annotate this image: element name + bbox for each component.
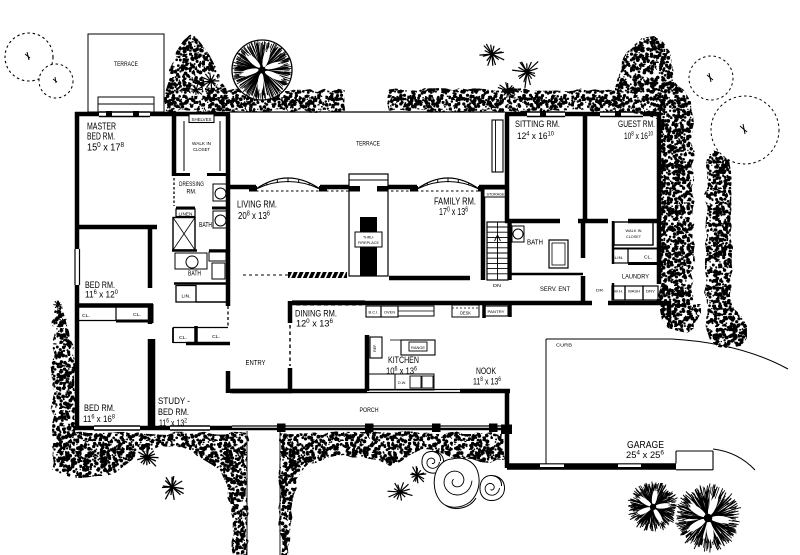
- svg-text:BATH: BATH: [527, 238, 543, 247]
- svg-text:LIVING RM.: LIVING RM.: [237, 200, 277, 211]
- svg-text:FAMILY RM.: FAMILY RM.: [434, 197, 476, 208]
- svg-text:108 x 1610: 108 x 1610: [624, 131, 653, 142]
- svg-text:STORAGE: STORAGE: [487, 193, 506, 197]
- svg-text:KITCHEN: KITCHEN: [388, 355, 419, 366]
- svg-text:WASH: WASH: [628, 290, 640, 294]
- svg-text:NOOK: NOOK: [476, 366, 496, 377]
- svg-text:DRY: DRY: [646, 290, 656, 294]
- svg-text:B.C.I.: B.C.I.: [369, 311, 379, 315]
- svg-text:DINING RM.: DINING RM.: [295, 309, 337, 320]
- svg-text:116 x 168: 116 x 168: [83, 414, 115, 425]
- svg-text:CL.: CL.: [212, 334, 220, 339]
- svg-text:BED RM.: BED RM.: [158, 407, 189, 418]
- svg-text:BATH: BATH: [199, 220, 212, 229]
- svg-text:OVEN: OVEN: [384, 311, 395, 315]
- svg-text:106 x 136: 106 x 136: [386, 366, 417, 377]
- svg-text:CL.: CL.: [179, 335, 187, 340]
- svg-text:150 x 178: 150 x 178: [87, 142, 124, 153]
- svg-text:DESK: DESK: [460, 311, 471, 316]
- svg-text:LIN.: LIN.: [615, 255, 624, 260]
- svg-text:DR: DR: [596, 288, 603, 293]
- svg-text:116 x 132: 116 x 132: [159, 418, 187, 429]
- svg-text:SERV. ENT: SERV. ENT: [540, 286, 570, 293]
- svg-text:BATH: BATH: [188, 269, 201, 278]
- svg-text:RANGE: RANGE: [411, 346, 425, 350]
- svg-text:FIREPLACE: FIREPLACE: [358, 241, 379, 245]
- svg-text:116 x 120: 116 x 120: [85, 289, 118, 300]
- svg-text:MASTER: MASTER: [87, 122, 116, 133]
- svg-text:DRESSING: DRESSING: [179, 181, 204, 188]
- svg-text:DN: DN: [493, 283, 501, 288]
- svg-text:CL.: CL.: [644, 255, 652, 260]
- svg-text:118 x 136: 118 x 136: [473, 376, 501, 387]
- svg-text:REF.: REF.: [373, 344, 377, 352]
- svg-text:LAUNDRY: LAUNDRY: [622, 274, 650, 281]
- svg-text:CLOSET: CLOSET: [193, 147, 210, 152]
- svg-text:THRU-: THRU-: [363, 236, 375, 240]
- svg-text:LIN.: LIN.: [182, 294, 191, 299]
- svg-text:BED RM.: BED RM.: [85, 280, 115, 291]
- svg-text:CLOSET: CLOSET: [626, 234, 642, 239]
- svg-text:124 x 1610: 124 x 1610: [517, 131, 554, 142]
- svg-text:D.W.: D.W.: [398, 381, 406, 385]
- svg-text:254 x 256: 254 x 256: [626, 450, 664, 461]
- svg-text:CL.: CL.: [82, 313, 90, 318]
- svg-text:SITTING RM.: SITTING RM.: [515, 119, 560, 130]
- svg-text:LINEN: LINEN: [179, 211, 193, 216]
- svg-text:CL.: CL.: [133, 312, 141, 317]
- svg-text:120 x 136: 120 x 136: [296, 318, 333, 329]
- svg-text:208 x 136: 208 x 136: [238, 211, 270, 222]
- svg-text:GARAGE: GARAGE: [627, 440, 664, 451]
- svg-text:ENTRY: ENTRY: [246, 360, 266, 367]
- svg-text:PANTRY: PANTRY: [488, 310, 506, 314]
- svg-text:WALK IN: WALK IN: [626, 228, 642, 233]
- svg-text:SHELVES: SHELVES: [192, 117, 212, 122]
- svg-text:CURB: CURB: [556, 343, 572, 348]
- svg-text:PORCH: PORCH: [360, 407, 379, 414]
- svg-text:GUEST RM.: GUEST RM.: [618, 119, 655, 130]
- svg-text:WALK IN: WALK IN: [192, 141, 211, 146]
- svg-text:BED RM.: BED RM.: [84, 403, 115, 414]
- svg-text:TERRACE: TERRACE: [114, 61, 138, 68]
- svg-text:RM.: RM.: [187, 189, 197, 196]
- svg-text:170 x 136: 170 x 136: [439, 207, 468, 218]
- svg-text:W.H.: W.H.: [614, 290, 623, 294]
- svg-text:BED RM.: BED RM.: [87, 132, 115, 143]
- svg-text:STUDY -: STUDY -: [158, 396, 190, 407]
- svg-text:TERRACE: TERRACE: [356, 141, 380, 148]
